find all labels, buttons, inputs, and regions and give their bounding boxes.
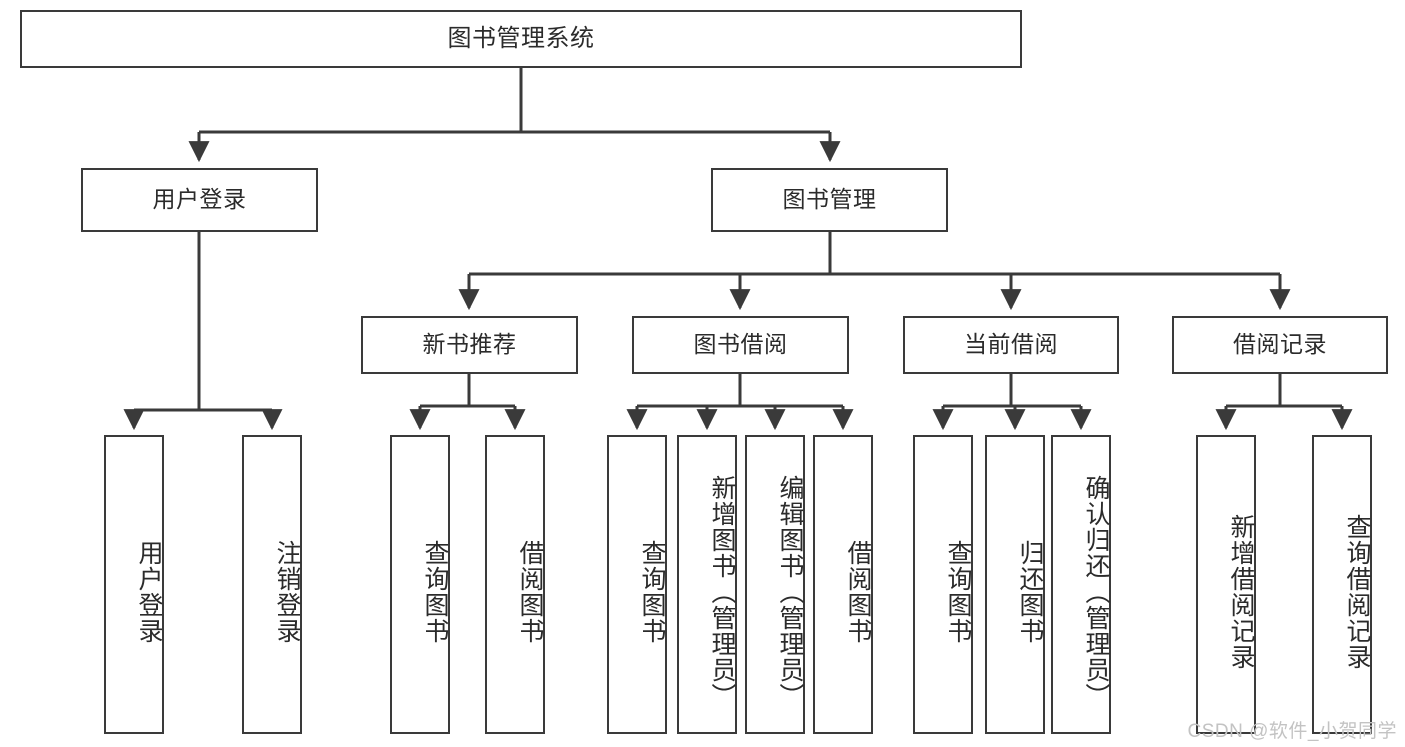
node-label: 新增借阅记录 bbox=[1227, 513, 1255, 670]
leaf-search-borrow-record[interactable]: 查询借阅记录 bbox=[1312, 435, 1372, 734]
node-label: 用户登录 bbox=[152, 186, 247, 213]
node-label: 查询借阅记录 bbox=[1343, 513, 1371, 670]
leaf-edit-book-admin[interactable]: 编辑图书（管理员） bbox=[745, 435, 805, 734]
node-label: 新增图书（管理员） bbox=[708, 474, 736, 709]
node-label: 查询图书 bbox=[944, 539, 972, 644]
leaf-search-books-current[interactable]: 查询图书 bbox=[913, 435, 973, 734]
node-label: 归还图书 bbox=[1016, 539, 1044, 644]
leaf-logout[interactable]: 注销登录 bbox=[242, 435, 302, 734]
node-label: 用户登录 bbox=[135, 539, 163, 644]
leaf-user-login[interactable]: 用户登录 bbox=[104, 435, 164, 734]
leaf-return-books[interactable]: 归还图书 bbox=[985, 435, 1045, 734]
watermark: CSDN @软件_小贺同学 bbox=[1187, 721, 1397, 742]
node-label: 新书推荐 bbox=[422, 331, 517, 358]
node-book-management[interactable]: 图书管理 bbox=[711, 168, 948, 232]
node-label: 图书管理系统 bbox=[447, 24, 595, 52]
node-label: 借阅图书 bbox=[516, 539, 544, 644]
node-label: 借阅记录 bbox=[1233, 331, 1327, 358]
leaf-borrow-books[interactable]: 借阅图书 bbox=[813, 435, 873, 734]
node-user-login[interactable]: 用户登录 bbox=[81, 168, 318, 232]
leaf-confirm-return-admin[interactable]: 确认归还（管理员） bbox=[1051, 435, 1111, 734]
node-label: 借阅图书 bbox=[844, 539, 872, 644]
leaf-borrow-books-recommend[interactable]: 借阅图书 bbox=[485, 435, 545, 734]
node-root-system[interactable]: 图书管理系统 bbox=[20, 10, 1022, 68]
node-label: 图书管理 bbox=[782, 186, 877, 213]
node-new-book-recommend[interactable]: 新书推荐 bbox=[361, 316, 578, 374]
node-label: 查询图书 bbox=[638, 539, 666, 644]
node-borrow-record[interactable]: 借阅记录 bbox=[1172, 316, 1388, 374]
leaf-search-books-recommend[interactable]: 查询图书 bbox=[390, 435, 450, 734]
leaf-add-book-admin[interactable]: 新增图书（管理员） bbox=[677, 435, 737, 734]
leaf-search-books-borrow[interactable]: 查询图书 bbox=[607, 435, 667, 734]
leaf-add-borrow-record[interactable]: 新增借阅记录 bbox=[1196, 435, 1256, 734]
node-book-borrow[interactable]: 图书借阅 bbox=[632, 316, 849, 374]
node-label: 编辑图书（管理员） bbox=[776, 474, 804, 709]
node-label: 确认归还（管理员） bbox=[1082, 474, 1110, 709]
node-label: 注销登录 bbox=[273, 539, 301, 644]
node-label: 图书借阅 bbox=[693, 331, 788, 358]
node-current-borrow[interactable]: 当前借阅 bbox=[903, 316, 1119, 374]
node-label: 查询图书 bbox=[421, 539, 449, 644]
node-label: 当前借阅 bbox=[964, 331, 1058, 358]
